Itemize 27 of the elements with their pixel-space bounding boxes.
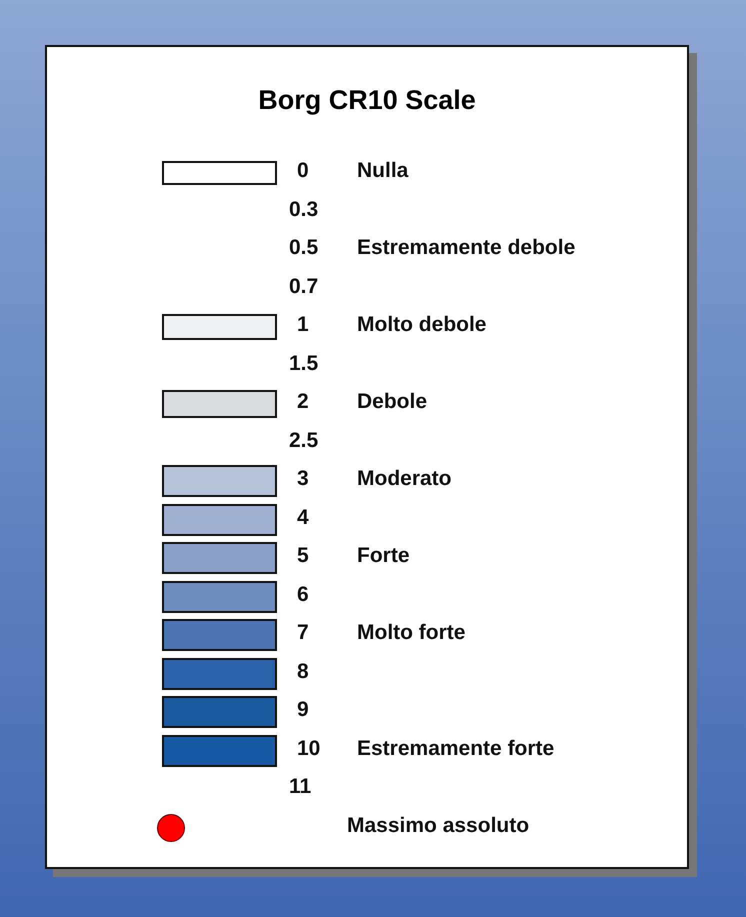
- scale-descriptor: Debole: [357, 390, 428, 414]
- scale-value: 9: [297, 698, 309, 722]
- scale-descriptor: Molto forte: [357, 621, 466, 645]
- scale-value: 2.5: [289, 428, 318, 452]
- scale-descriptor: Molto debole: [357, 313, 486, 337]
- scale-value: 1: [297, 313, 309, 337]
- scale-value: 3: [297, 467, 309, 491]
- scale-value: 5: [297, 544, 309, 568]
- scale-value: 11: [289, 775, 312, 799]
- scale-value: 0.7: [289, 274, 318, 298]
- scale-descriptor: Nulla: [357, 159, 408, 183]
- scale-descriptor: Forte: [357, 544, 410, 568]
- scale-title: Borg CR10 Scale: [257, 85, 477, 116]
- scale-value: 8: [297, 660, 309, 684]
- scale-value: 1.5: [289, 352, 318, 376]
- scale-value: 0.5: [289, 236, 318, 260]
- scale-value: 0.3: [289, 198, 318, 222]
- scale-value: 0: [297, 159, 309, 183]
- scale-value: 7: [297, 621, 309, 645]
- scale-descriptor: Estremamente forte: [357, 736, 554, 760]
- scale-descriptor: Massimo assoluto: [347, 814, 530, 838]
- scale-value: 4: [297, 506, 309, 530]
- scale-value: 2: [297, 390, 309, 414]
- scale-value: 10: [297, 736, 320, 760]
- scale-descriptor: Moderato: [357, 467, 452, 491]
- scale-value: 6: [297, 582, 309, 606]
- scale-descriptor: Estremamente debole: [357, 236, 576, 260]
